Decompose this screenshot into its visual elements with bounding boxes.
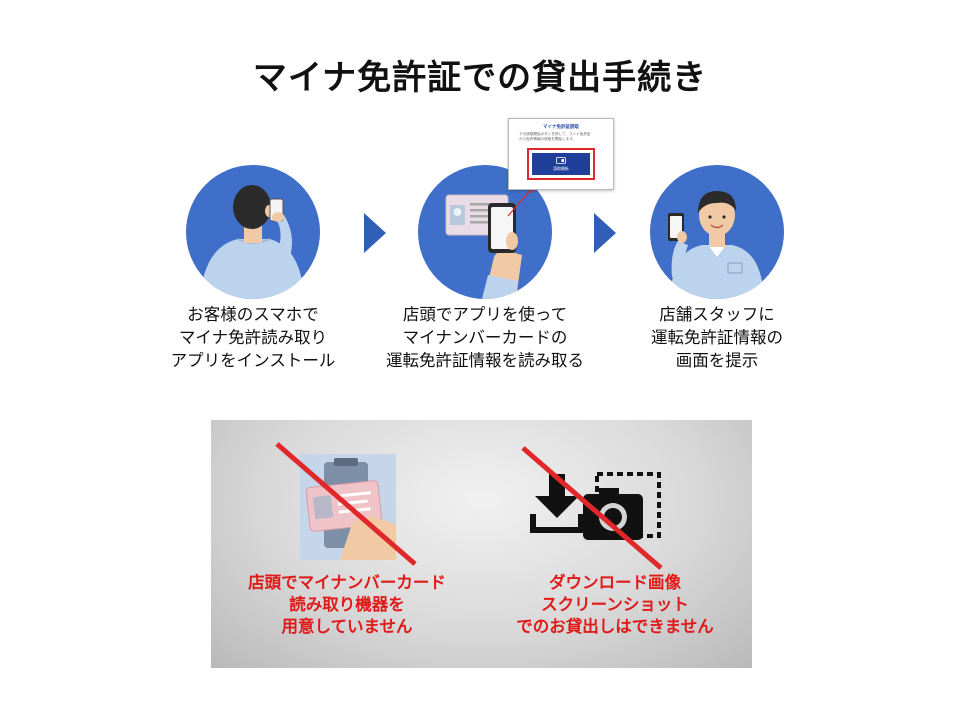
strike-line xyxy=(521,446,663,570)
start-reading-button[interactable]: 読取開始 xyxy=(532,153,590,175)
person-installing-app-illustration xyxy=(186,165,320,299)
page-title: マイナ免許証での貸出手続き xyxy=(252,58,708,98)
arrow-right-icon xyxy=(594,213,616,253)
staff-showing-phone-illustration xyxy=(650,165,784,299)
popup-text: 下の読取開始ボタンを押して、マイナ免許証 から免許情報の読取を開始します。 xyxy=(519,132,591,141)
arrow-right-icon xyxy=(364,213,386,253)
card-icon xyxy=(556,157,566,164)
screenshot-camera-icon xyxy=(583,472,661,540)
step-1-caption: お客様のスマホで マイナ免許読み取り アプリをインストール xyxy=(170,305,336,370)
warning-no-reader: 店頭でマイナンバーカード 読み取り機器を 用意していません xyxy=(248,573,446,636)
step-2-caption: 店頭でアプリを使って マイナンバーカードの 運転免許証情報を読み取る xyxy=(386,305,584,370)
step-3-caption: 店舗スタッフに 運転免許証情報の 画面を提示 xyxy=(651,305,783,370)
phone-reading-card-illustration xyxy=(418,165,552,299)
warning-no-screenshot: ダウンロード画像 スクリーンショット でのお貸出しはできません xyxy=(516,573,714,636)
download-icon xyxy=(530,474,584,533)
warning-panel: 店頭でマイナンバーカード 読み取り機器を 用意していません ダウンロード画像 ス… xyxy=(211,420,752,668)
app-screen-popup: マイナ免許証読取 下の読取開始ボタンを押して、マイナ免許証 から免許情報の読取を… xyxy=(508,118,614,190)
popup-title: マイナ免許証読取 xyxy=(543,125,579,130)
strike-line xyxy=(275,442,417,566)
highlight-frame: 読取開始 xyxy=(527,148,595,180)
